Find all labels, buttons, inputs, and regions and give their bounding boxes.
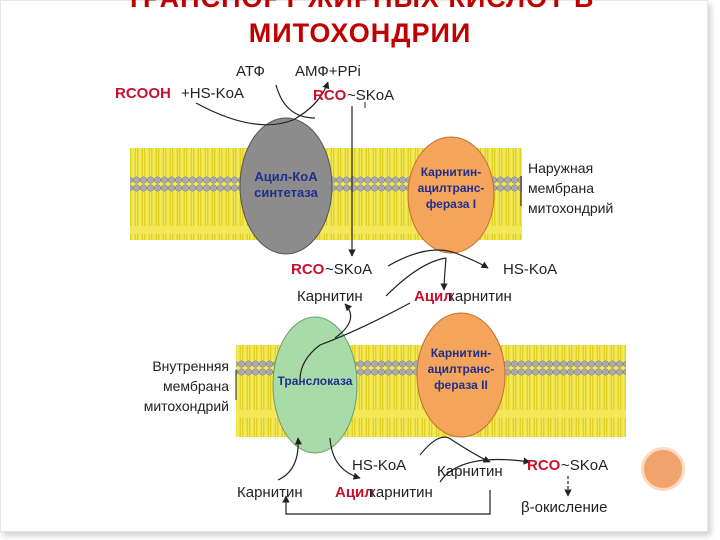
acyl-label-bottom: Ацил <box>335 484 374 501</box>
outer-membrane-label-1: Наружная <box>528 160 593 176</box>
enzyme-cat1-line1: Карнитин- <box>421 165 482 179</box>
enzyme-cat2-line3: фераза II <box>434 378 488 392</box>
amp-ppi-label: АМФ+PPi <box>295 63 361 80</box>
beta-oxidation-label: β-окисление <box>521 499 608 516</box>
enzyme-cat2-line2: ацилтранс- <box>428 362 495 376</box>
hs-koa-label-bottom: HS-KoA <box>352 457 406 474</box>
acyl-coa-synthetase-enzyme <box>239 117 333 255</box>
rco-label-middle: RCO <box>291 261 325 278</box>
cat1-acylcarnitine-arrow <box>440 257 448 291</box>
carnitine-label-middle: Карнитин <box>297 288 363 305</box>
inner-membrane-label-1: Внутренняя <box>152 358 229 374</box>
acylcarnitine-label-middle: карнитин <box>448 288 512 305</box>
cat2-acylcoa-arc <box>439 457 531 483</box>
skoa-label-middle: ~SKoA <box>325 261 372 278</box>
enzyme-acyl-coa-line1: Ацил-КоА <box>254 169 318 184</box>
enzyme-cat1-line2: ацилтранс- <box>418 181 485 195</box>
carnitine-label-bottom-right: Карнитин <box>437 463 503 480</box>
rcooh-label: RCOOH <box>115 85 171 102</box>
acylcarnitine-translocase-arc <box>329 437 361 480</box>
enzyme-translocase: Транслоказа <box>278 374 353 388</box>
carnitine-translocase-arc <box>277 437 302 481</box>
carnitine-out-arc <box>334 303 353 339</box>
outer-membrane-label-2: мембрана <box>528 180 594 196</box>
inner-membrane-label-2: мембрана <box>163 378 229 394</box>
carnitine-acyltransferase-1-enzyme <box>407 136 495 254</box>
enzyme-acyl-coa-line2: синтетаза <box>254 185 319 200</box>
slide-title-line2: МИТОХОНДРИИ <box>248 18 472 48</box>
inner-membrane-label-3: митохондрий <box>144 398 229 414</box>
atp-arc <box>195 81 330 126</box>
enzyme-cat1-line3: фераза I <box>426 197 476 211</box>
acyl-label-middle: Ацил <box>414 288 453 305</box>
acylcarnitine-in-arc <box>299 302 411 381</box>
rco-label-top: RCO <box>313 87 347 104</box>
cat1-coa-release-arc <box>387 249 489 269</box>
carnitine-recycle-loop <box>282 490 491 515</box>
skoa-label-bottom: ~SKoA <box>561 457 608 474</box>
enzyme-cat2-line1: Карнитин- <box>431 346 492 360</box>
decorative-orange-circle <box>641 447 685 491</box>
atp-label: АТФ <box>236 63 265 80</box>
outer-membrane-label-3: митохондрий <box>528 200 613 216</box>
cat2-carnitine-arc <box>419 436 491 463</box>
rco-label-bottom: RCO <box>527 457 561 474</box>
slide-frame <box>0 0 708 532</box>
acylcarnitine-label-bottom: карнитин <box>369 484 433 501</box>
slide-title-line1: ТРАНСПОРТ ЖИРНЫХ КИСЛОТ В <box>0 0 720 14</box>
atp-input-arc <box>275 84 316 119</box>
hs-koa-label-top: +HS-KoA <box>181 85 244 102</box>
carnitine-to-cat1-arc <box>385 257 447 297</box>
carnitine-acyltransferase-2-enzyme <box>416 312 506 438</box>
carnitine-label-bottom-left: Карнитин <box>237 484 303 501</box>
skoa-label-top: ~SKoA <box>347 87 394 104</box>
translocase-enzyme <box>272 316 358 454</box>
hs-koa-label-middle: HS-KoA <box>503 261 557 278</box>
